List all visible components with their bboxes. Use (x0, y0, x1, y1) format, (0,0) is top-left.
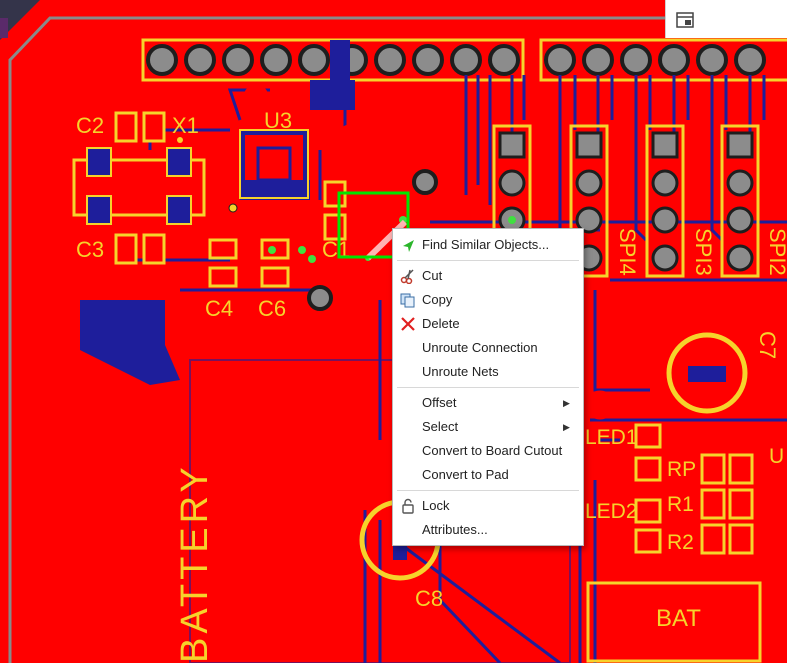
bottom-copper-patches (80, 40, 355, 385)
menu-item-find-similar-objects[interactable]: Find Similar Objects... (393, 234, 583, 256)
label-c6: C6 (258, 296, 286, 321)
layout-panel-icon[interactable] (676, 12, 694, 28)
x1-footprint (72, 147, 206, 225)
label-c7: C7 (755, 331, 780, 359)
c7-footprint (666, 332, 748, 414)
spi-connectors (492, 124, 760, 278)
selection-box (337, 191, 410, 259)
label-spi3: SPI3 (691, 228, 716, 276)
delete-x-icon (401, 317, 415, 331)
u3-footprint (239, 129, 309, 199)
lock-icon (402, 498, 414, 514)
bat-outline (586, 581, 762, 663)
menu-item-select[interactable]: Select ▶ (393, 416, 583, 438)
label-spi4: SPI4 (615, 228, 640, 276)
menu-item-unroute-nets[interactable]: Unroute Nets (422, 364, 499, 379)
label-r2: R2 (667, 531, 694, 554)
label-led2: LED2 (585, 500, 638, 523)
label-c3: C3 (76, 237, 104, 262)
small-capacitors (114, 111, 347, 288)
vias (307, 169, 438, 311)
label-rp: RP (667, 458, 696, 481)
copy-icon (400, 293, 415, 308)
menu-item-cut[interactable]: Cut (393, 265, 583, 287)
label-c2: C2 (76, 113, 104, 138)
label-spi2: SPI2 (765, 228, 787, 276)
label-c4: C4 (205, 296, 233, 321)
led-resistor-area (634, 423, 754, 555)
menu-item-convert-to-pad[interactable]: Convert to Pad (422, 467, 509, 482)
menu-item-attributes[interactable]: Attributes... (422, 522, 488, 537)
submenu-arrow-icon: ▶ (563, 422, 570, 432)
header-top-right (539, 38, 787, 82)
label-battery: BATTERY (174, 463, 216, 663)
scissors-icon (400, 269, 414, 284)
menu-item-unroute-connection[interactable]: Unroute Connection (422, 340, 538, 355)
label-r1: R1 (667, 493, 694, 516)
panel-corner[interactable] (665, 0, 787, 38)
pointer-arrow-icon (403, 240, 414, 252)
label-c8: C8 (415, 586, 443, 611)
label-x1: X1 (172, 113, 199, 138)
menu-separator (397, 490, 579, 491)
label-u3: U3 (264, 108, 292, 133)
menu-item-delete[interactable]: Delete (393, 313, 583, 335)
label-led1: LED1 (585, 426, 638, 449)
menu-separator (397, 260, 579, 261)
context-menu: Find Similar Objects... Cut Copy Delete … (392, 228, 584, 546)
menu-item-lock[interactable]: Lock (393, 495, 583, 517)
menu-item-copy[interactable]: Copy (393, 289, 583, 311)
menu-item-convert-to-board-cutout[interactable]: Convert to Board Cutout (422, 443, 563, 458)
menu-item-offset[interactable]: Offset ▶ (393, 392, 583, 414)
board-outline (8, 16, 787, 663)
menu-separator (397, 387, 579, 388)
label-bat: BAT (656, 605, 701, 632)
submenu-arrow-icon: ▶ (563, 398, 570, 408)
label-u-partial: U (769, 445, 784, 468)
